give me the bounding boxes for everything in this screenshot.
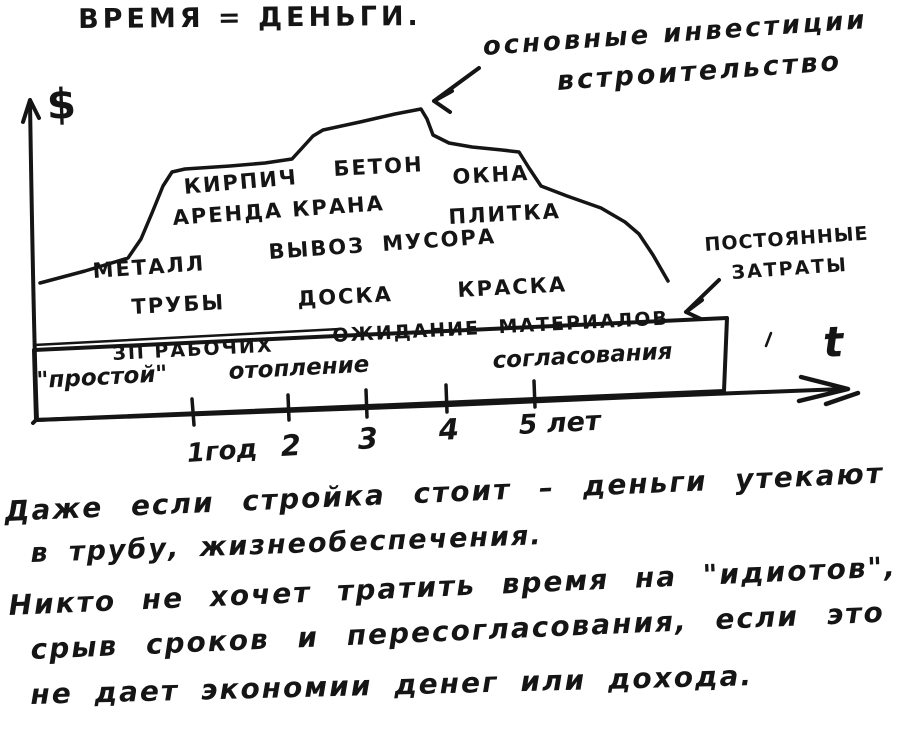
y-axis-arrowhead-icon: [21, 98, 41, 124]
x-axis-label: t: [821, 316, 845, 367]
cost-label-concrete: БЕТОН: [332, 152, 425, 181]
main-investments-arrow: [432, 66, 481, 114]
fixed-costs-box-doubled-stroke: [32, 327, 342, 347]
x-tick-year-3: 3: [356, 420, 379, 456]
x-tick-year-5: 5 лет: [517, 405, 602, 441]
cost-label-paint: КРАСКА: [456, 272, 568, 302]
cost-label-windows: ОКНА: [451, 160, 530, 189]
fixed-costs-arrow: [684, 278, 721, 321]
x-tick-year-1: 1год: [185, 434, 259, 469]
cost-label-pipes: ТРУБЫ: [130, 290, 226, 319]
variable-costs-curve: [38, 107, 670, 285]
x-tick-year-4: 4: [437, 411, 460, 447]
x-tick-year-2: 2: [279, 427, 302, 463]
x-axis-arrowhead-icon: [796, 374, 861, 407]
fixed-costs-box: [32, 316, 729, 422]
cost-label-tile: ПЛИТКА: [447, 199, 562, 229]
y-axis-label: $: [45, 78, 79, 129]
stray-pen-mark: [764, 331, 773, 348]
cost-label-board: ДОСКА: [296, 282, 394, 311]
page-title: ВРЕМЯ = ДЕНЬГИ.: [77, 1, 422, 35]
